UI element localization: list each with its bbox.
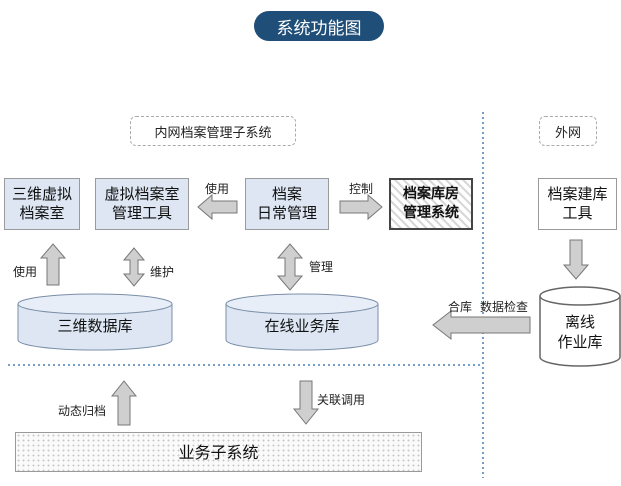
external-network-section-label: 外网 <box>539 116 597 146</box>
arrow-merge <box>432 309 531 341</box>
edge-label-use-top: 使用 <box>205 182 230 196</box>
page-title: 系统功能图 <box>254 11 384 41</box>
edge-label-use-left: 使用 <box>13 265 38 279</box>
edge-label-data-check: 数据检查 <box>480 300 529 314</box>
business-subsystem-box: 业务子系统 <box>15 432 422 472</box>
db-3d-cylinder <box>17 293 173 351</box>
arrow-use-left <box>39 243 67 286</box>
db-3d-label: 三维数据库 <box>57 317 133 335</box>
arrow-control <box>339 193 383 221</box>
internal-network-section-label: 内网档案管理子系统 <box>130 116 296 146</box>
arrow-build-to-offline <box>562 239 590 280</box>
arrow-maintain <box>122 247 146 287</box>
arrow-manage <box>276 243 304 291</box>
edge-label-dynamic-archive: 动态归档 <box>58 404 107 418</box>
edge-label-manage: 管理 <box>309 260 334 274</box>
db-online-cylinder <box>225 293 379 351</box>
daily-management-box: 档案 日常管理 <box>245 178 329 230</box>
warehouse-build-tool-box: 档案建库 工具 <box>538 178 617 230</box>
warehouse-system-box: 档案库房 管理系统 <box>389 178 473 230</box>
edge-label-control: 控制 <box>349 182 374 196</box>
vr-management-tool-box: 虚拟档案室 管理工具 <box>95 178 189 230</box>
arrow-use-top <box>197 193 238 221</box>
edge-label-merge: 合库 <box>448 300 473 314</box>
edge-label-linked-call: 关联调用 <box>317 393 366 407</box>
db-offline-cylinder <box>539 286 621 367</box>
vr-archive-room-box: 三维虚拟 档案室 <box>4 178 80 230</box>
arrow-dynamic-archive <box>110 380 138 426</box>
arrow-linked-call <box>292 380 320 425</box>
db-online-label: 在线业务库 <box>264 317 340 335</box>
edge-label-maintain: 维护 <box>150 265 175 279</box>
db-offline-label: 离线 作业库 <box>557 313 603 351</box>
